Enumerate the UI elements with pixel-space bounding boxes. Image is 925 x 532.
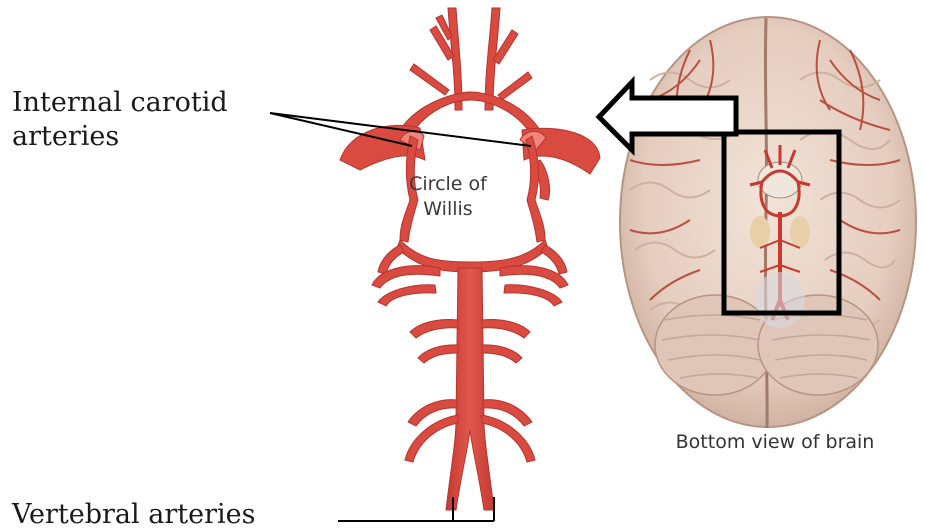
internal-carotid-label-line1: Internal carotid — [12, 86, 272, 120]
bottom-view-caption: Bottom view of brain — [640, 431, 910, 453]
circle-of-willis-illustration — [340, 8, 600, 510]
circle-of-willis-label-line1: Circle of — [398, 172, 498, 197]
circle-of-willis-label: Circle of Willis — [398, 172, 498, 222]
circle-of-willis-label-line2: Willis — [398, 197, 498, 222]
vertebral-arteries-label: Vertebral arteries — [12, 498, 332, 532]
internal-carotid-label: Internal carotid arteries — [12, 86, 272, 154]
brain-illustration — [620, 17, 916, 428]
internal-carotid-label-line2: arteries — [12, 120, 272, 154]
